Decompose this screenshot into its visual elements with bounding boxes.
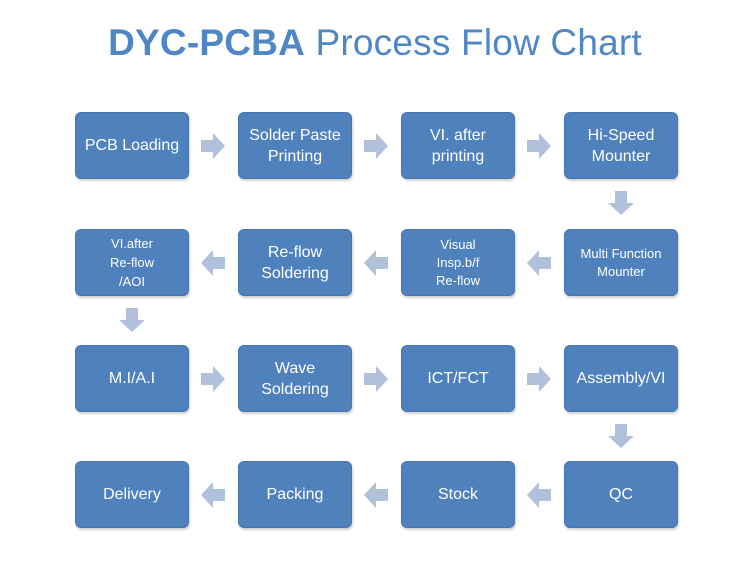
arrow-down-icon — [608, 424, 634, 448]
step-label: PCB Loading — [84, 137, 180, 154]
step-vi-after-printing: VI. after printing — [401, 112, 515, 179]
step-stock: Stock — [401, 461, 515, 528]
step-label: Assembly/VI — [576, 370, 666, 387]
step-label: VI.after Re-flow /AOI — [109, 236, 155, 289]
step-label: Wave Soldering — [261, 359, 329, 398]
step-assembly-vi: Assembly/VI — [564, 345, 678, 412]
title-rest: Process Flow Chart — [305, 22, 642, 63]
arrow-left-icon — [527, 250, 551, 276]
step-reflow-soldering: Re-flow Soldering — [238, 229, 352, 296]
arrow-down-icon — [119, 308, 145, 332]
step-label: Re-flow Soldering — [261, 243, 329, 282]
step-packing: Packing — [238, 461, 352, 528]
arrow-right-icon — [527, 366, 551, 392]
arrow-down-icon — [608, 191, 634, 215]
step-label: Solder Paste Printing — [249, 126, 341, 165]
step-delivery: Delivery — [75, 461, 189, 528]
arrow-left-icon — [201, 482, 225, 508]
step-label: Hi-Speed Mounter — [587, 126, 655, 165]
arrow-left-icon — [527, 482, 551, 508]
arrow-right-icon — [201, 366, 225, 392]
arrow-right-icon — [364, 366, 388, 392]
step-label: ICT/FCT — [427, 370, 489, 387]
arrow-left-icon — [201, 250, 225, 276]
step-qc: QC — [564, 461, 678, 528]
arrow-right-icon — [201, 133, 225, 159]
step-label: Multi Function Mounter — [580, 245, 662, 279]
step-label: VI. after printing — [429, 126, 487, 165]
arrow-left-icon — [364, 250, 388, 276]
step-solder-paste-printing: Solder Paste Printing — [238, 112, 352, 179]
step-vi-after-reflow-aoi: VI.after Re-flow /AOI — [75, 229, 189, 296]
step-label: QC — [609, 486, 633, 503]
step-wave-soldering: Wave Soldering — [238, 345, 352, 412]
step-multi-function-mounter: Multi Function Mounter — [564, 229, 678, 296]
step-label: Stock — [437, 486, 478, 503]
step-hi-speed-mounter: Hi-Speed Mounter — [564, 112, 678, 179]
step-ict-fct: ICT/FCT — [401, 345, 515, 412]
step-pcb-loading: PCB Loading — [75, 112, 189, 179]
step-label: Delivery — [103, 486, 161, 503]
arrow-right-icon — [527, 133, 551, 159]
page-title: DYC-PCBA Process Flow Chart — [0, 22, 750, 64]
step-label: M.I/A.I — [108, 370, 156, 387]
arrow-right-icon — [364, 133, 388, 159]
step-label: Packing — [266, 486, 324, 503]
step-label: Visual Insp.b/f Re-flow — [435, 236, 481, 288]
title-brand: DYC-PCBA — [108, 22, 305, 63]
arrow-left-icon — [364, 482, 388, 508]
step-visual-insp-before-reflow: Visual Insp.b/f Re-flow — [401, 229, 515, 296]
step-mi-ai: M.I/A.I — [75, 345, 189, 412]
